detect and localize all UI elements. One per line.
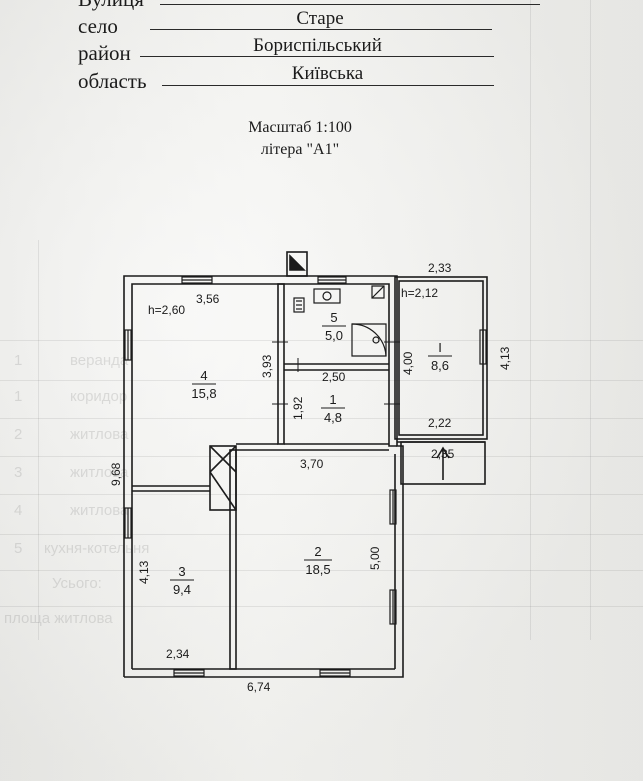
faint-living-label: площа житлова [4, 610, 113, 627]
ceiling-heights: h=2,60 h=2,12 [148, 286, 438, 317]
dim-6-74: 6,74 [247, 680, 271, 694]
windows [124, 276, 487, 677]
room-4-area: 15,8 [191, 386, 216, 401]
dim-4-00: 4,00 [401, 351, 415, 375]
room-1-area: 4,8 [324, 410, 342, 425]
district-underline [140, 56, 494, 57]
interior-walls [132, 283, 389, 670]
faint-num-3: 2 [14, 426, 23, 443]
bathroom-fixtures [293, 285, 387, 357]
village-label: село [78, 14, 118, 38]
scale-text: Масштаб 1:100 [248, 119, 352, 136]
dim-9-68: 9,68 [109, 462, 123, 486]
height-veranda: h=2,12 [401, 286, 438, 300]
village-row: село Старе [0, 8, 560, 41]
dim-2-22: 2,22 [428, 416, 452, 430]
dim-2-33: 2,33 [428, 261, 452, 275]
faint-row-4: житлова [70, 464, 129, 481]
faint-row-1: веранда [70, 352, 129, 369]
outer-walls [123, 275, 404, 678]
faint-row-6: кухня-котельня [44, 540, 150, 557]
room-1-number: 1 [329, 392, 336, 407]
dim-5-00: 5,00 [368, 546, 382, 570]
village-value: Старе [296, 8, 344, 29]
faint-row-5: житлова [70, 502, 129, 519]
dim-4-13-right: 4,13 [498, 346, 512, 370]
faint-num-2: 1 [14, 388, 23, 405]
district-label: район [78, 41, 131, 65]
street-label: Вулиця [78, 0, 144, 12]
room-I-number: I [438, 340, 442, 355]
room-2-area: 18,5 [305, 562, 330, 577]
dim-3-56: 3,56 [196, 292, 220, 306]
porch [400, 441, 486, 485]
room-4-number: 4 [200, 368, 207, 383]
faint-row-2: коридор [70, 388, 128, 405]
district-value: Бориспільський [253, 35, 382, 56]
dim-1-92: 1,92 [291, 396, 305, 420]
dim-2-34: 2,34 [166, 647, 190, 661]
street-underline [160, 4, 540, 5]
height-main: h=2,60 [148, 303, 185, 317]
street-row: Вулиця [0, 0, 560, 14]
faint-num-6: 5 [14, 540, 23, 557]
region-label: область [78, 69, 147, 93]
chimney [286, 251, 308, 277]
room-2-number: 2 [314, 544, 321, 559]
faint-num-5: 4 [14, 502, 23, 519]
letter-text: літера "А1" [260, 141, 340, 158]
room-I-area: 8,6 [431, 358, 449, 373]
region-value: Київська [291, 63, 364, 84]
room-3-number: 3 [178, 564, 185, 579]
dim-3-93: 3,93 [260, 354, 274, 378]
room-5-area: 5,0 [325, 328, 343, 343]
dimension-ticks [272, 341, 400, 405]
village-underline [150, 29, 492, 30]
district-row: район Бориспільський [0, 35, 560, 68]
dimensions: 3,56 2,33 2,50 2,22 2,35 3,70 2,34 6,74 … [109, 261, 512, 694]
dim-3-70: 3,70 [300, 457, 324, 471]
region-underline [162, 85, 494, 86]
room-3-area: 9,4 [173, 582, 191, 597]
dim-2-35: 2,35 [431, 447, 455, 461]
room-labels: 4 15,8 5 5,0 1 4,8 I 8,6 2 18,5 3 9,4 [170, 310, 452, 597]
chimney-fill [289, 254, 306, 271]
faint-total-label: Усього: [52, 575, 102, 592]
room-5-number: 5 [330, 310, 337, 325]
region-row: область Київська [0, 63, 560, 96]
faint-num-4: 3 [14, 464, 23, 481]
faint-row-3: житлова [70, 426, 129, 443]
faint-num-1: 1 [14, 352, 23, 369]
dim-2-50: 2,50 [322, 370, 346, 384]
dim-4-13-left: 4,13 [137, 560, 151, 584]
